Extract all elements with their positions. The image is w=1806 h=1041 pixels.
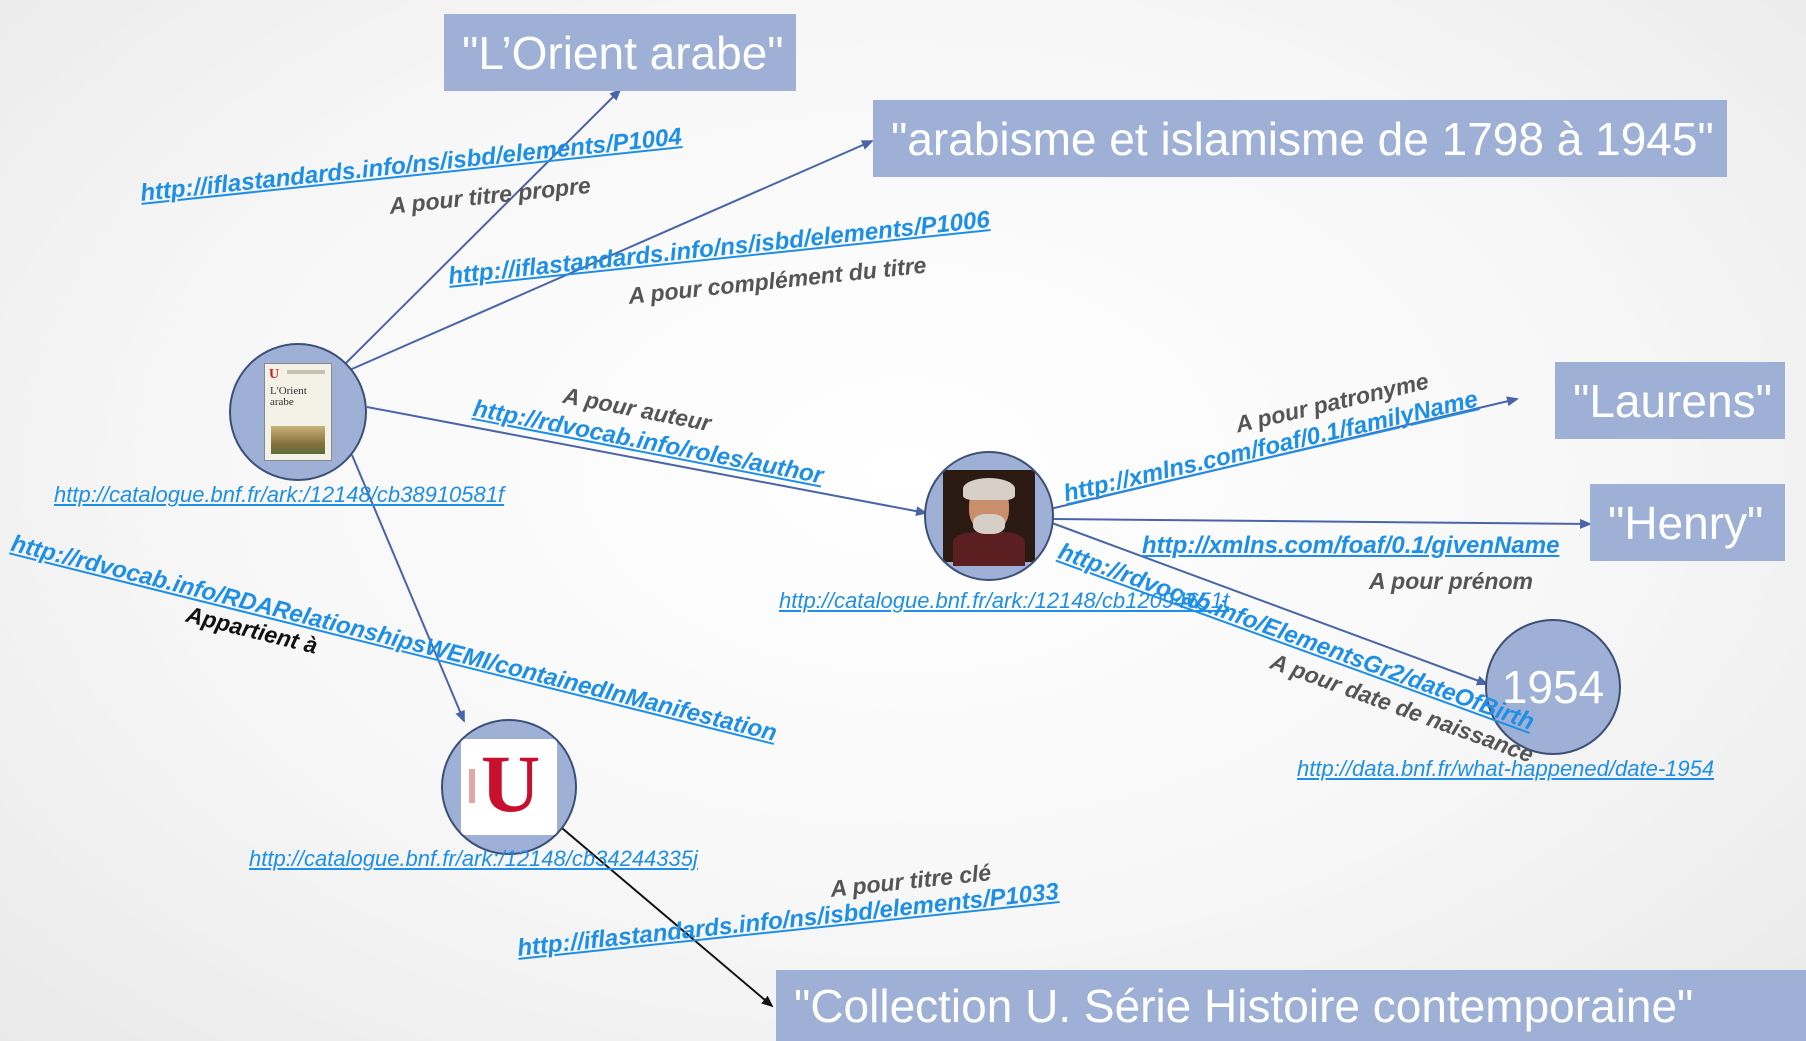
edge-family xyxy=(1049,396,1519,510)
edge-contained xyxy=(351,454,465,723)
portrait-hair xyxy=(963,478,1015,500)
logo-side-text xyxy=(469,769,475,803)
predicate-given-uri[interactable]: http://xmlns.com/foaf/0.1/givenName xyxy=(1142,532,1560,559)
collection-uri-link[interactable]: http://catalogue.bnf.fr/ark:/12148/cb342… xyxy=(249,846,698,871)
literal-collection: "Collection U. Série Histoire contempora… xyxy=(776,970,1806,1041)
literal-title-complement: "arabisme et islamisme de 1798 à 1945" xyxy=(873,100,1727,177)
author-uri-link[interactable]: http://catalogue.bnf.fr/ark:/12148/cb120… xyxy=(779,588,1230,613)
edge-complement xyxy=(344,140,874,373)
portrait-beard xyxy=(973,514,1005,534)
book-cover-author-bar xyxy=(287,370,325,374)
portrait-body xyxy=(953,532,1025,566)
edge-keytitle xyxy=(555,822,774,1008)
date-uri-link[interactable]: http://data.bnf.fr/what-happened/date-19… xyxy=(1297,756,1715,781)
literal-laurens: "Laurens" xyxy=(1555,362,1785,439)
literal-orient-arabe: "L’Orient arabe" xyxy=(444,14,796,91)
edge-birth xyxy=(1051,522,1489,686)
book-cover-picture xyxy=(271,426,325,454)
book-cover-title: L'Orient arabe xyxy=(270,385,307,408)
collection-logo-letter: U xyxy=(481,738,541,829)
collection-node[interactable]: U xyxy=(441,719,577,855)
edge-given xyxy=(1052,518,1592,529)
date-node-value: 1954 xyxy=(1501,661,1605,713)
predicate-given-label: A pour prénom xyxy=(1369,568,1533,594)
book-cover-letter: U xyxy=(269,367,280,382)
author-node[interactable] xyxy=(924,451,1054,581)
edge-title xyxy=(344,88,622,365)
literal-henry: "Henry" xyxy=(1590,484,1785,561)
edge-author xyxy=(366,406,928,517)
book-cover-icon: U L'Orient arabe xyxy=(264,363,332,461)
author-portrait-icon xyxy=(943,470,1035,566)
book-uri-link[interactable]: http://catalogue.bnf.fr/ark:/12148/cb389… xyxy=(54,482,505,507)
collection-u-logo-icon: U xyxy=(461,739,557,835)
book-node[interactable]: U L'Orient arabe xyxy=(229,343,367,481)
date-node[interactable]: 1954 xyxy=(1485,619,1621,755)
